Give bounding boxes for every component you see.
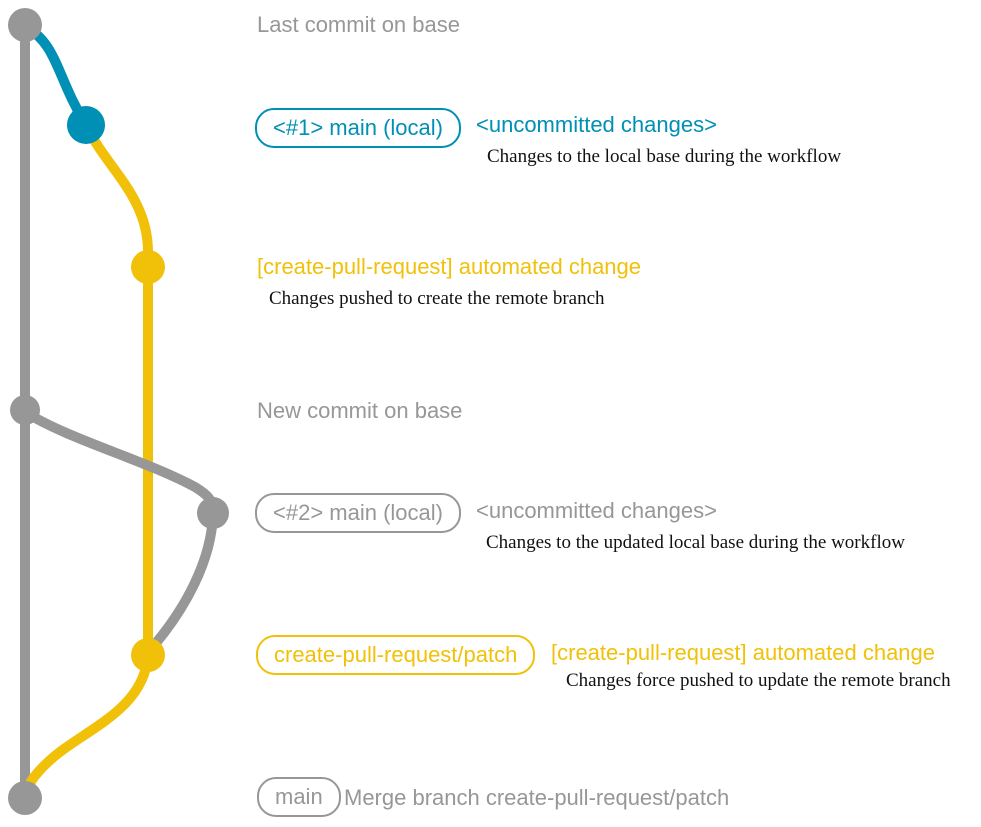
commit-description-patch-2: Changes force pushed to update the remot…: [566, 670, 951, 691]
branch-chip-main-local-1: <#1> main (local): [255, 108, 461, 148]
patch-branch-line: [81, 122, 153, 655]
commit-message-merge: Merge branch create-pull-request/patch: [344, 785, 730, 810]
commit-message-patch-2: [create-pull-request] automated change: [551, 640, 936, 665]
commit-description-local-2: Changes to the updated local base during…: [486, 532, 905, 553]
commit-dot-patch-2: [131, 638, 165, 672]
merge-into-base-curve: [20, 655, 153, 799]
commit-dot-merge: [8, 781, 42, 815]
rebase-into-patch-curve: [146, 512, 218, 654]
commit-description-local-1: Changes to the local base during the wor…: [487, 146, 842, 167]
caption-new-commit-on-base: New commit on base: [257, 398, 463, 423]
branch-chip-main: main: [257, 777, 341, 817]
commit-dot-last-base: [8, 8, 42, 42]
commit-dot-main-local-2: [197, 497, 229, 529]
commit-dot-main-local-1: [67, 106, 105, 144]
commit-message-uncommitted-1: <uncommitted changes>: [476, 112, 717, 137]
branch-chip-main-local-2: <#2> main (local): [255, 493, 461, 533]
commit-dot-new-base: [10, 395, 40, 425]
commit-description-patch-1: Changes pushed to create the remote bran…: [269, 288, 605, 309]
branch-chip-patch: create-pull-request/patch: [256, 635, 536, 675]
commit-message-patch-1: [create-pull-request] automated change: [257, 254, 642, 279]
commit-dot-patch-1: [131, 250, 165, 284]
local-main-branch-curve: [22, 21, 91, 128]
commit-message-uncommitted-2: <uncommitted changes>: [476, 498, 717, 523]
caption-last-commit-on-base: Last commit on base: [257, 12, 460, 37]
updated-local-main-branch-curve: [22, 407, 218, 514]
